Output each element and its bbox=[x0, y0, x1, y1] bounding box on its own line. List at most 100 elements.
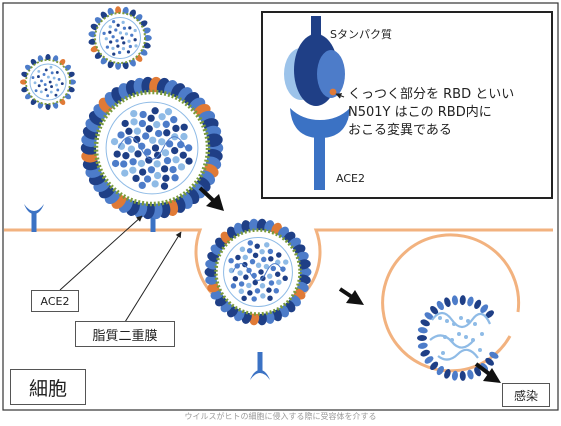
virus-small-top-particle bbox=[112, 52, 115, 55]
virus-entering-particle bbox=[275, 272, 280, 277]
virus-large-particle bbox=[155, 130, 162, 137]
released-particle bbox=[473, 322, 477, 326]
virus-large-particle bbox=[147, 115, 154, 122]
released-particle bbox=[457, 332, 461, 336]
virus-large-particle bbox=[114, 150, 121, 157]
virus-small-top-particle bbox=[125, 32, 128, 35]
virus-large-particle bbox=[163, 121, 170, 128]
virus-entering-particle bbox=[276, 252, 281, 257]
virus-small-top-particle bbox=[122, 47, 125, 50]
released-particle bbox=[443, 335, 447, 339]
virus-small-left-particle bbox=[50, 66, 53, 69]
virus-small-top-particle bbox=[112, 35, 115, 38]
virus-entering-particle bbox=[250, 259, 255, 264]
released-particle bbox=[452, 322, 456, 326]
s-protein-label: Sタンパク質 bbox=[330, 26, 392, 42]
virus-small-top-particle bbox=[112, 20, 115, 23]
transport-arrow bbox=[340, 289, 364, 305]
caption-text: ウイルスがヒトの細胞に侵入する際に受容体を介する bbox=[0, 411, 561, 422]
released-particle bbox=[445, 319, 449, 323]
virus-small-top-particle bbox=[108, 31, 111, 34]
virus-large-particle bbox=[134, 128, 141, 135]
virus-large-particle bbox=[129, 167, 136, 174]
virus-small-left-particle bbox=[45, 68, 48, 71]
virus-small-left-particle bbox=[38, 84, 41, 87]
virus-entering-particle bbox=[267, 273, 272, 278]
ace2-stem bbox=[314, 134, 325, 190]
virus-large-particle bbox=[152, 144, 159, 151]
virus-small-top-particle bbox=[109, 25, 112, 28]
virus-small-left-particle bbox=[55, 84, 58, 87]
virus-large-particle bbox=[139, 168, 146, 175]
virus-large-particle bbox=[111, 138, 118, 145]
uncoating-spike bbox=[466, 369, 475, 380]
virus-small-left-particle bbox=[35, 89, 38, 92]
virus-large-particle bbox=[158, 113, 165, 120]
virus-large-particle bbox=[185, 157, 192, 164]
virus-large-particle bbox=[117, 131, 124, 138]
virus-small-top-particle bbox=[105, 37, 108, 40]
virus-small-left-particle bbox=[47, 76, 50, 79]
virus-entering-particle bbox=[240, 247, 245, 252]
released-particle bbox=[438, 316, 442, 320]
virus-large-particle bbox=[171, 174, 178, 181]
virus-small-left-particle bbox=[58, 78, 61, 81]
virus-small-top bbox=[88, 6, 152, 70]
rbd-description-line1: くっつく部分を RBD といい bbox=[348, 83, 514, 102]
virus-entering-particle bbox=[248, 240, 253, 245]
virus-small-top-particle bbox=[121, 36, 124, 39]
virus-large-particle bbox=[165, 108, 172, 115]
virus-large-particle bbox=[134, 150, 141, 157]
virus-small-left bbox=[20, 54, 76, 110]
virus-large-particle bbox=[139, 120, 146, 127]
uncoating-spike bbox=[466, 296, 475, 307]
ace2-receptor-pit-cup bbox=[250, 370, 270, 380]
released-particle bbox=[464, 335, 468, 339]
virus-small-left-particle bbox=[46, 94, 49, 97]
virus-small-top-particle bbox=[129, 45, 132, 48]
cell-label: 細胞 bbox=[10, 369, 86, 405]
virus-large-particle bbox=[122, 120, 129, 127]
virus-large-particle bbox=[163, 129, 170, 136]
virus-small-top-particle bbox=[102, 32, 105, 35]
virus-small-top-particle bbox=[122, 41, 125, 44]
virus-entering-particle bbox=[241, 296, 246, 301]
virus-entering-particle bbox=[276, 279, 281, 284]
virus-large-particle bbox=[149, 137, 156, 144]
uncoating-spike bbox=[417, 335, 427, 341]
virus-entering-particle bbox=[246, 283, 251, 288]
ace2-receptor-pit bbox=[250, 352, 270, 380]
spike-stem bbox=[311, 16, 321, 38]
virus-small-left-particle bbox=[49, 81, 52, 84]
virus-large-particle bbox=[128, 146, 135, 153]
virus-large-particle bbox=[145, 157, 152, 164]
virus-small-top-particle bbox=[114, 28, 117, 31]
virus-entering-particle bbox=[233, 276, 238, 281]
virus-small-top-particle bbox=[117, 24, 120, 27]
virus-large-particle bbox=[161, 165, 168, 172]
virus-small-left-particle bbox=[51, 71, 54, 74]
virus-small-left-particle bbox=[43, 73, 46, 76]
virus-large-particle bbox=[146, 125, 153, 132]
released-particle bbox=[459, 316, 463, 320]
virus-large-particle bbox=[154, 160, 161, 167]
virus-entering-particle bbox=[260, 283, 265, 288]
inset-ace2-label: ACE2 bbox=[336, 172, 365, 185]
ace2-receptor-left-cup bbox=[24, 204, 44, 214]
virus-large-particle bbox=[171, 147, 178, 154]
virus-large-particle bbox=[180, 133, 187, 140]
ace2-leader bbox=[60, 216, 142, 290]
virus-entering-particle bbox=[235, 255, 240, 260]
virus-large-particle bbox=[152, 180, 159, 187]
virus-large-particle bbox=[185, 144, 192, 151]
virus-entering-particle bbox=[282, 276, 287, 281]
ace2-receptor-pit-stem bbox=[258, 352, 263, 372]
lipid-leader bbox=[125, 232, 181, 322]
virus-small-top-particle bbox=[122, 21, 125, 24]
ace2-receptor-left bbox=[24, 204, 44, 232]
virus-small-top-particle bbox=[134, 38, 137, 41]
virus-large-particle bbox=[169, 166, 176, 173]
virus-large-particle bbox=[112, 160, 119, 167]
virus-large-particle bbox=[154, 172, 161, 179]
